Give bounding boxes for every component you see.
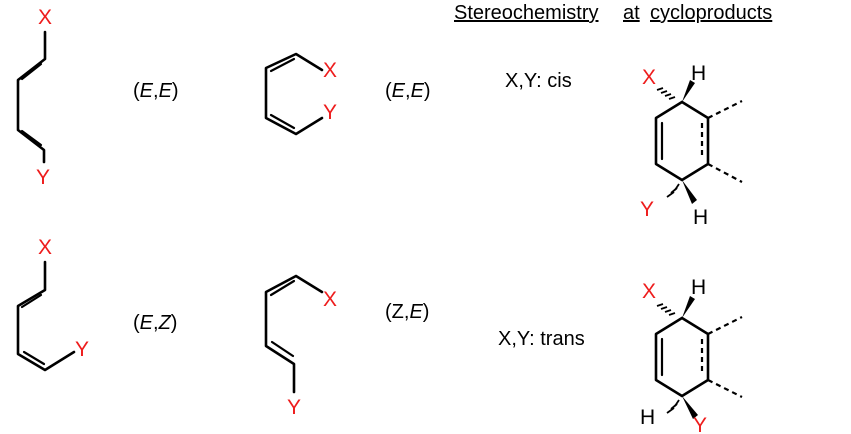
atom-x: X [642, 280, 656, 303]
hash-line [670, 187, 678, 194]
atom-x: X [323, 59, 337, 82]
dashed-substituent-2 [707, 163, 743, 183]
hash-line [670, 403, 678, 410]
double-bond-1 [269, 279, 296, 297]
atom-x: X [38, 6, 52, 29]
double-bond-2 [22, 350, 46, 366]
hash-line [668, 96, 676, 100]
hash-line [664, 93, 672, 97]
atom-y: Y [693, 414, 707, 434]
ring [654, 100, 710, 182]
label-config-1: (E,E) [133, 80, 179, 102]
hash-line [666, 407, 675, 414]
diene-cyclic-ze: X Y [264, 274, 337, 419]
hashed-bond-x [656, 303, 664, 307]
double-bond-1 [20, 293, 43, 309]
atom-h: H [691, 62, 706, 85]
atom-y: Y [75, 338, 89, 361]
atom-y: Y [323, 101, 337, 124]
hashed-bond-x [656, 87, 664, 91]
label-config-2: (E,E) [385, 80, 431, 102]
double-bond-1 [269, 57, 296, 73]
diene-backbone [16, 30, 47, 164]
label-config-4: (Z,E) [385, 301, 429, 323]
wedge-bond-h [682, 80, 695, 102]
atom-h: H [640, 406, 655, 429]
wedge-bond-h [682, 296, 695, 318]
diene-cyclic-ee: X Y [264, 52, 337, 136]
atom-y: Y [36, 166, 50, 189]
hash-line [660, 306, 668, 310]
hash-line [660, 90, 668, 94]
header-word-stereochemistry: Stereochemistry [454, 2, 599, 24]
ring [654, 316, 710, 398]
diene-linear-ee: X Y [16, 6, 52, 189]
double-bond-2 [269, 113, 296, 130]
header-word-at: at [623, 2, 640, 24]
dashed-substituent-2 [707, 379, 743, 398]
atom-x: X [323, 288, 337, 311]
double-bond-2 [20, 129, 43, 147]
atom-y: Y [287, 396, 301, 419]
atom-x: X [38, 236, 52, 259]
atom-h: H [691, 276, 706, 299]
dashed-substituent-1 [707, 100, 743, 119]
dashed-substituent-1 [707, 316, 743, 335]
hash-line [668, 312, 676, 316]
header-word-cycloproducts: cycloproducts [650, 2, 772, 24]
diene-backbone [16, 260, 76, 372]
double-bond-2 [270, 340, 295, 358]
hash-line [666, 191, 675, 198]
diene-linear-ez: X Y [16, 236, 89, 372]
product-cis: X H Y H [640, 62, 743, 229]
label-trans: X,Y: trans [498, 328, 585, 350]
wedge-bond-h [682, 180, 697, 204]
hash-line [664, 309, 672, 313]
product-trans: X H H Y [640, 276, 743, 434]
label-config-3: (E,Z) [133, 312, 177, 334]
double-bond-1 [20, 62, 43, 81]
label-cis: X,Y: cis [505, 70, 572, 92]
atom-y: Y [640, 198, 654, 221]
atom-h: H [693, 206, 708, 229]
atom-x: X [642, 66, 656, 89]
diene-backbone [264, 52, 324, 136]
wedge-bond-y [682, 396, 698, 419]
diene-backbone [264, 274, 324, 394]
